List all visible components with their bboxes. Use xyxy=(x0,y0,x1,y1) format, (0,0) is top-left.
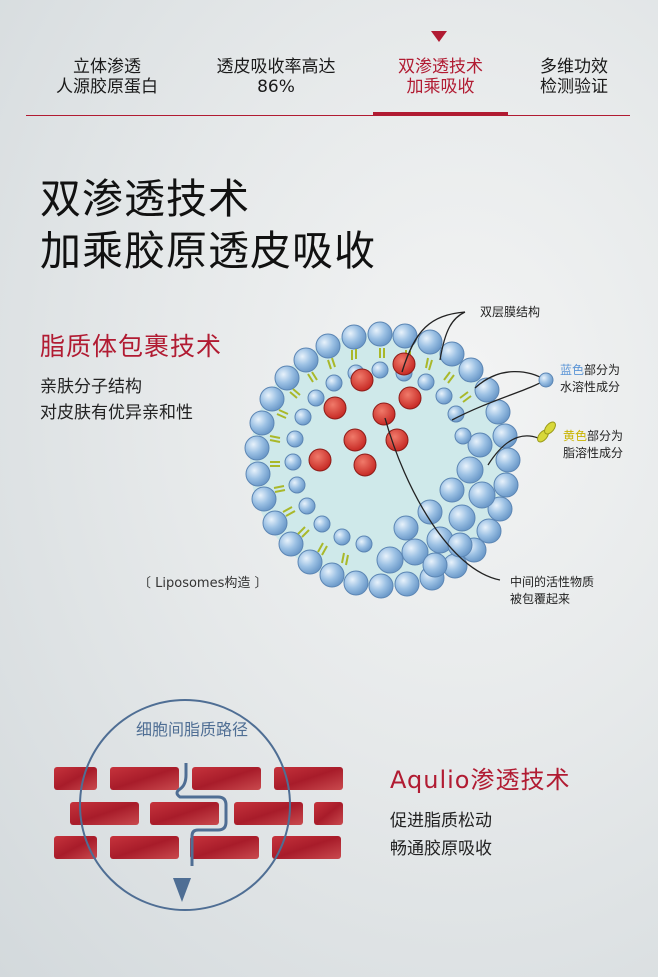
liposome-illustration xyxy=(244,311,556,599)
aqulio-section-title: Aqulio渗透技术 xyxy=(390,766,571,794)
intercellular-path-diagram xyxy=(40,660,370,920)
liposome-section-desc: 亲肤分子结构 对皮肤有优异亲和性 xyxy=(40,377,193,423)
tab-efficacy-testing[interactable]: 多维功效 检测验证 xyxy=(540,57,608,97)
tab-divider xyxy=(26,115,630,116)
liposome-caption: 〔 Liposomes构造 〕 xyxy=(138,576,268,591)
page-title: 双渗透技术 加乘胶原透皮吸收 xyxy=(40,175,376,275)
brick-path-illustration xyxy=(54,699,343,911)
label-water-soluble: 蓝色部分为 水溶性成分 xyxy=(560,363,621,394)
lipid-path-line xyxy=(175,763,228,866)
lipid-soluble-tail-icon xyxy=(537,421,556,443)
liposome-diagram: 双层膜结构 蓝色部分为 水溶性成分 黄色部分为 脂溶性成分 中间的活性物质 被包… xyxy=(230,290,658,630)
aqulio-section-desc: 促进脂质松动 畅通胶原吸收 xyxy=(390,811,492,859)
water-soluble-ball-icon xyxy=(538,372,554,388)
liposome-section-title: 脂质体包裹技术 xyxy=(40,332,223,361)
tab-dual-penetration[interactable]: 双渗透技术 加乘吸收 xyxy=(398,57,483,97)
active-tab-indicator-icon xyxy=(431,31,447,42)
brick-wall xyxy=(54,767,343,859)
label-core-active: 中间的活性物质 被包覆起来 xyxy=(510,575,595,606)
tab-collagen-penetration[interactable]: 立体渗透 人源胶原蛋白 xyxy=(56,57,158,97)
label-lipid-soluble: 黄色部分为 脂溶性成分 xyxy=(563,429,624,460)
path-diagram-label: 细胞间脂质路径 xyxy=(136,720,249,739)
active-tab-underline xyxy=(373,112,508,116)
tab-absorption-rate[interactable]: 透皮吸收率高达 86% xyxy=(216,57,336,97)
tab-bar: 立体渗透 人源胶原蛋白 透皮吸收率高达 86% 双渗透技术 加乘吸收 多维功效 … xyxy=(26,0,630,118)
arrow-down-icon xyxy=(173,878,191,902)
path-circle xyxy=(79,699,291,911)
label-bilayer: 双层膜结构 xyxy=(480,305,541,319)
